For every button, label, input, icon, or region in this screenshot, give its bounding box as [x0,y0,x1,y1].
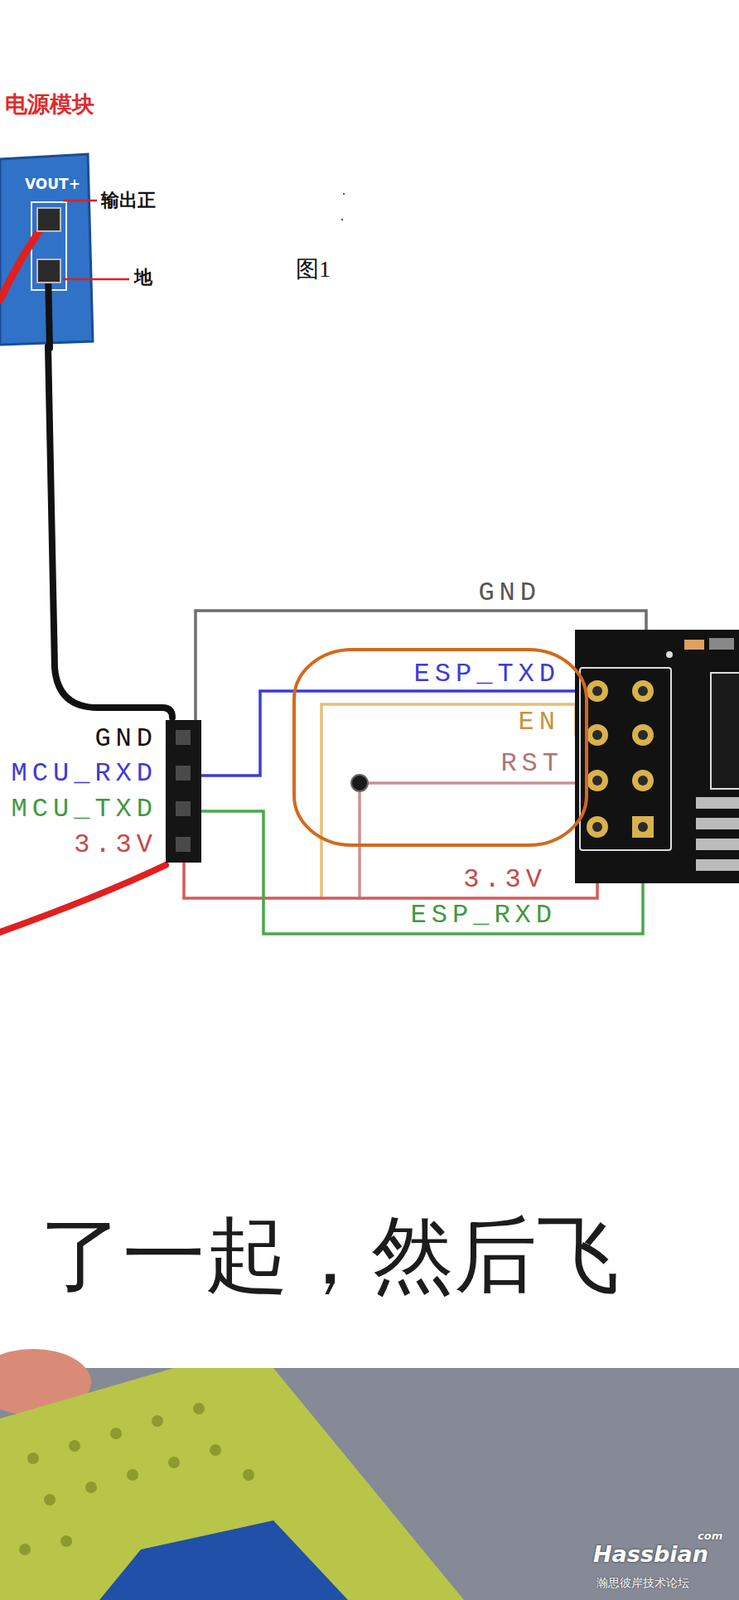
red-wire [0,864,166,933]
pin-frame [31,202,67,290]
hole [126,1468,139,1481]
chip-leg [695,796,739,809]
pin-block [579,667,672,851]
pad [586,816,609,838]
header-pin [175,801,191,817]
header-pin [175,765,191,781]
signal-name: EN [518,709,561,736]
header-pin [175,729,191,745]
watermark: 瀚思彼岸技术论坛 [596,1575,690,1590]
dot [341,218,343,221]
hole [85,1481,97,1493]
hole [193,1402,205,1415]
pin-name: 3.3V [73,831,158,859]
pad [586,680,609,702]
pad [586,769,609,792]
hole [637,821,648,832]
chip-leg [695,817,739,830]
blue-module [99,1520,348,1600]
perfboard [0,1367,464,1600]
esp-module [574,629,739,884]
hole [592,775,603,786]
smd-part [684,639,705,650]
pin-name: MCU_TXD [11,796,158,823]
header-pin [175,836,191,852]
hole [242,1468,255,1481]
smd-part [709,637,735,650]
chip-leg [695,859,739,871]
signal-name: RST [500,750,564,778]
pin-header: GND MCU_RXD MCU_TXD 3.3V [7,717,203,865]
power-module: 电源模块 VOUT+ [3,89,102,347]
hand-drawn-circle [294,649,587,846]
pad [632,680,654,702]
photo-ground [0,1367,739,1600]
pad-holes [592,685,648,832]
hole [637,685,648,696]
power-module-art [0,154,130,348]
signal-name: 3.3V [463,866,547,894]
leader-line [62,278,130,281]
hole [43,1493,56,1506]
hole [637,775,648,786]
hole [60,1535,73,1547]
hole [592,685,603,696]
chip [710,672,739,789]
hole [637,729,648,740]
pad [632,816,654,838]
pad [586,724,609,746]
signal-name: GND [478,579,541,607]
watermark: Hassbian [593,1540,709,1568]
junction-dot [351,774,368,792]
pin-name: GND [94,725,158,753]
signal-name: ESP_TXD [414,661,561,688]
hole [68,1439,81,1452]
leader-label: 输出正 [101,189,156,212]
hole [110,1427,122,1440]
hole [151,1415,164,1427]
dot [342,193,345,195]
chip-leg [695,838,739,851]
en-wire [321,704,587,899]
leader-label: 地 [134,266,153,289]
module-pin [37,207,61,232]
hole [592,729,603,740]
pad [632,769,654,792]
module-pin-text: VOUT+ [24,175,81,193]
article-text: 了一起，然后飞 [39,1205,620,1305]
hole [209,1444,222,1456]
module-title: 电源模块 [4,91,95,118]
pin-name: MCU_RXD [11,760,158,788]
hole [168,1456,180,1469]
pads [586,680,654,838]
photo [0,1348,739,1600]
hole [27,1452,39,1464]
figure-number: 图1 [295,255,331,284]
ground-wire [48,346,173,718]
watermark: com [697,1529,723,1543]
marker-dot [666,651,673,658]
hole [19,1543,31,1556]
module-pin [37,259,61,283]
header-body [165,719,202,863]
pad [632,724,654,746]
signal-name: ESP_RXD [410,902,557,929]
leader-line [62,199,97,203]
hole [592,821,603,832]
